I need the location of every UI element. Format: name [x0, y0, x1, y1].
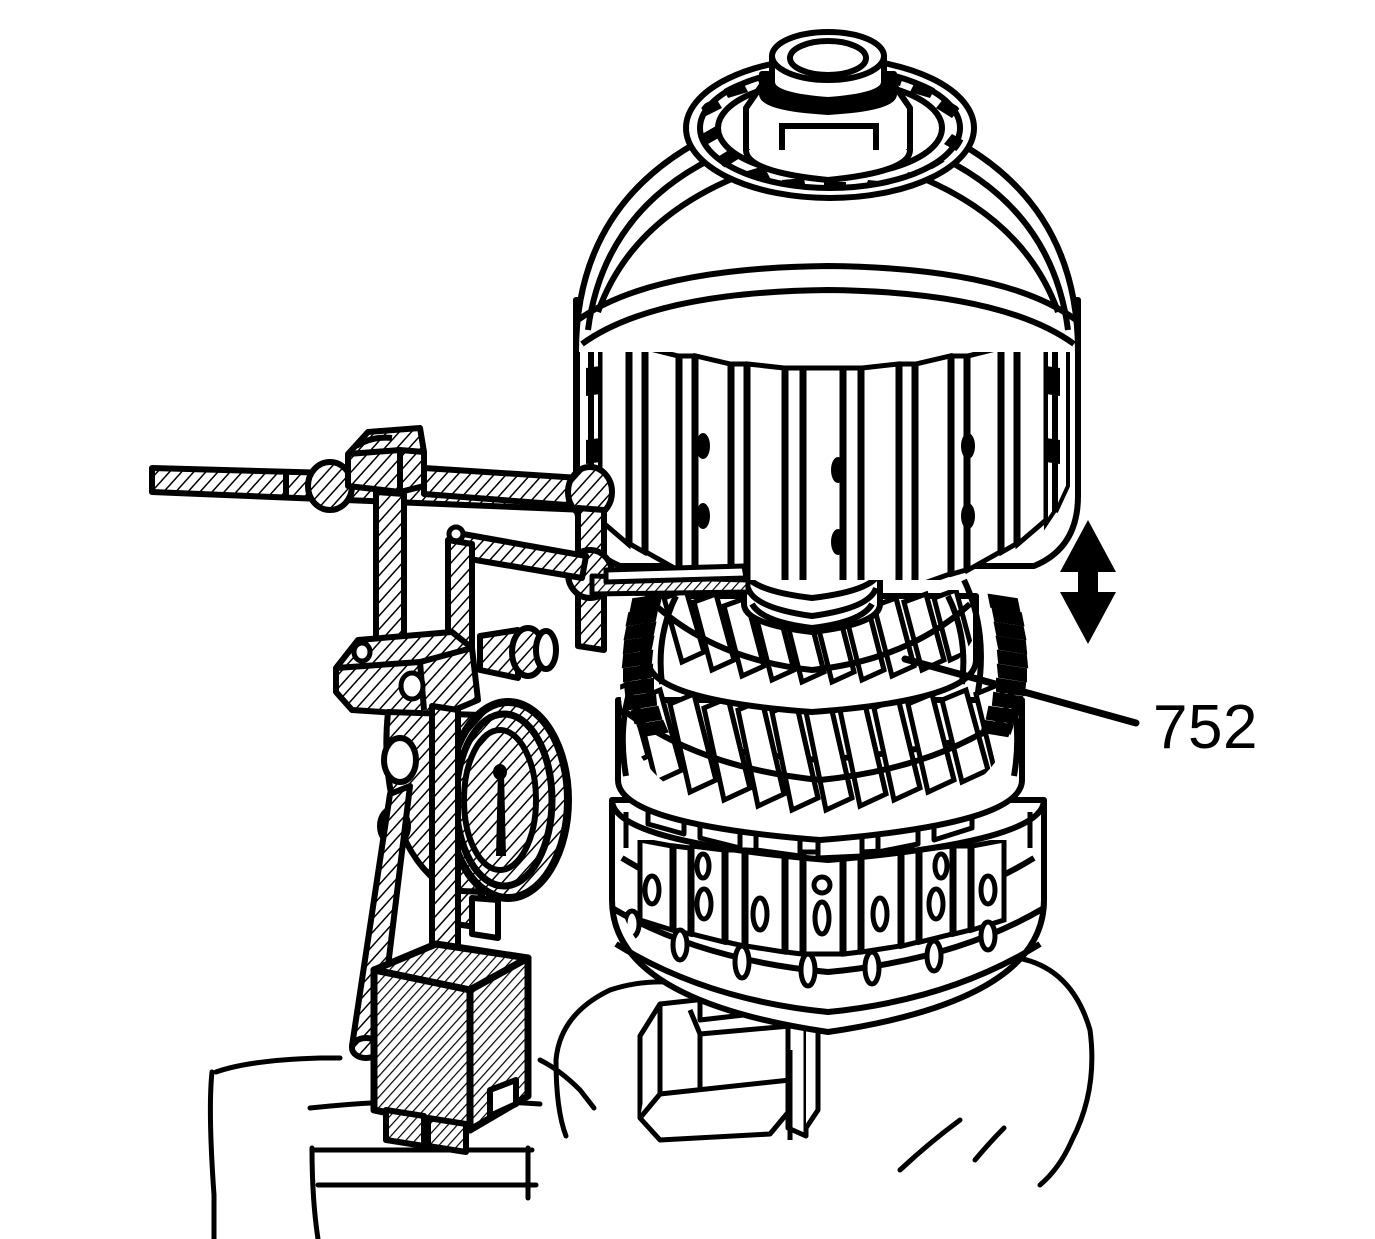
clamp-head-block [345, 425, 427, 495]
dial-indicator-clamp [333, 629, 481, 719]
spline-ring-rear [621, 593, 1029, 738]
indicator-base-post [429, 703, 461, 977]
callout-752: 752 [901, 655, 1258, 762]
lower-helical-gear [615, 680, 1025, 843]
dial-indicator-gauge-face [444, 698, 572, 902]
work-surface [207, 955, 1095, 1239]
upper-clutch-drum-dome [573, 105, 1081, 355]
upper-clutch-drum-barrel [573, 297, 1081, 580]
lower-clutch-drum [609, 797, 1047, 1035]
magnetic-base [370, 940, 532, 1155]
hex-retaining-nut [743, 29, 913, 184]
callout-label: 752 [1153, 693, 1258, 762]
callout-leader-line [901, 655, 1140, 727]
adjuster-knob [477, 625, 559, 681]
indicator-probe-stylus [589, 563, 751, 597]
vertical-double-arrow [1060, 520, 1116, 644]
